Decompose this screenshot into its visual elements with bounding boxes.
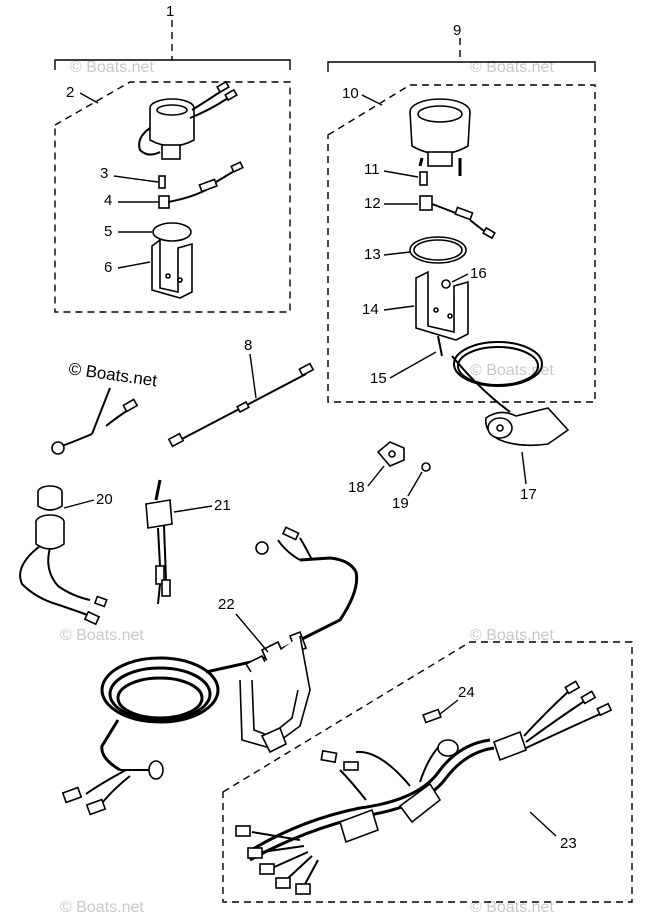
gauge-meter-10 xyxy=(409,98,471,176)
callout-15: 15 xyxy=(370,370,387,387)
connector-24 xyxy=(422,708,442,724)
screw-16 xyxy=(441,279,451,289)
callout-13: 13 xyxy=(364,246,381,263)
callout-21: 21 xyxy=(214,497,231,514)
group-9-box xyxy=(327,38,596,403)
callout-3: 3 xyxy=(100,165,108,182)
callout-18: 18 xyxy=(348,479,365,496)
callout-20: 20 xyxy=(96,491,113,508)
callout-5: 5 xyxy=(104,223,112,240)
faint-watermark-2: © Boats.net xyxy=(470,59,554,76)
callout-1: 1 xyxy=(166,3,174,20)
main-harness-22 xyxy=(61,526,359,816)
tube-15 xyxy=(437,335,443,357)
callout-9: 9 xyxy=(453,22,461,39)
callout-23: 23 xyxy=(560,835,577,852)
bulb-3 xyxy=(158,175,166,189)
callout-24: 24 xyxy=(458,684,475,701)
ring-5 xyxy=(152,222,192,242)
switch-20 xyxy=(19,485,108,626)
callout-10: 10 xyxy=(342,85,359,102)
gauge-meter-2 xyxy=(138,80,238,160)
callout-2: 2 xyxy=(66,84,74,101)
socket-wire-12 xyxy=(419,195,496,240)
callout-8: 8 xyxy=(244,337,252,354)
group-23-box xyxy=(222,641,633,903)
faint-watermark-4: © Boats.net xyxy=(470,627,554,644)
sub-harness-23 xyxy=(235,680,613,895)
wire-lead-7 xyxy=(51,387,139,455)
callout-17: 17 xyxy=(520,486,537,503)
boats-watermark: © Boats.net xyxy=(67,359,158,390)
faint-watermark-1: © Boats.net xyxy=(70,59,154,76)
callout-4: 4 xyxy=(104,192,112,209)
bracket-6 xyxy=(151,238,193,299)
speed-sensor-17 xyxy=(451,341,570,447)
screw-19 xyxy=(421,462,431,472)
callout-22: 22 xyxy=(218,596,235,613)
group-1-box xyxy=(54,20,291,313)
wire-lead-8 xyxy=(167,362,315,448)
callout-16: 16 xyxy=(470,265,487,282)
callout-11: 11 xyxy=(364,161,380,178)
bracket-14 xyxy=(415,270,469,341)
faint-watermark-6: © Boats.net xyxy=(60,899,144,916)
faint-watermark-5: © Boats.net xyxy=(60,627,144,644)
callout-12: 12 xyxy=(364,195,381,212)
callout-14: 14 xyxy=(362,301,379,318)
clip-18 xyxy=(376,441,405,467)
socket-wire-4 xyxy=(158,161,244,209)
callout-6: 6 xyxy=(104,259,112,276)
bulb-11 xyxy=(419,171,428,186)
callout-19: 19 xyxy=(392,495,409,512)
faint-watermark-7: © Boats.net xyxy=(470,899,554,916)
toggle-switch-21 xyxy=(145,479,173,605)
